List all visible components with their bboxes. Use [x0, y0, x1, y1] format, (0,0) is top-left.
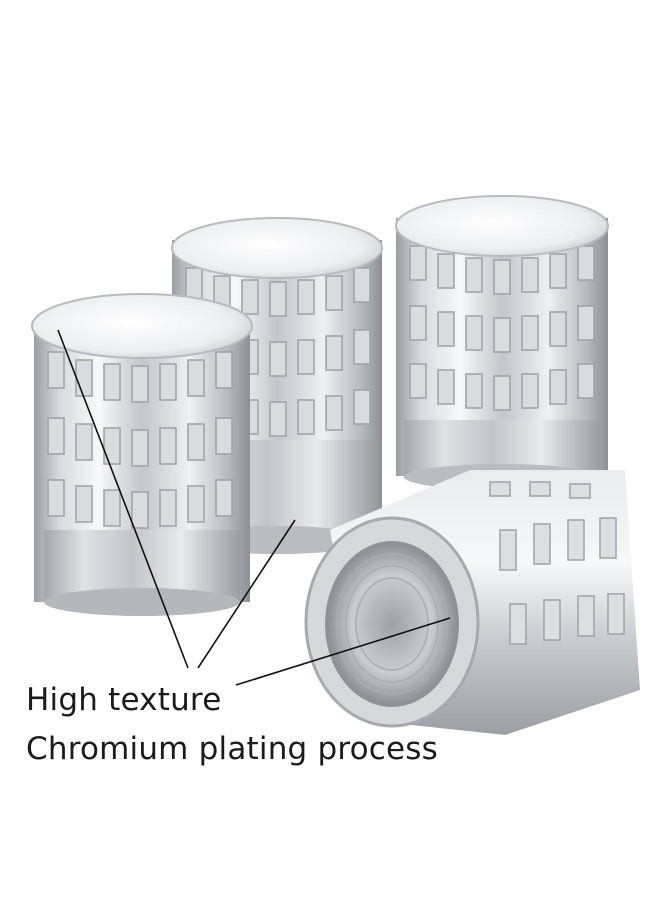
pointer-lines — [57, 329, 451, 686]
cap-front-left — [31, 293, 253, 616]
caption-chromium-plating: Chromium plating process — [26, 731, 438, 767]
cap-back-right — [395, 195, 609, 490]
caption-high-texture: High texture — [26, 682, 222, 718]
cap-lying-open — [304, 470, 640, 735]
